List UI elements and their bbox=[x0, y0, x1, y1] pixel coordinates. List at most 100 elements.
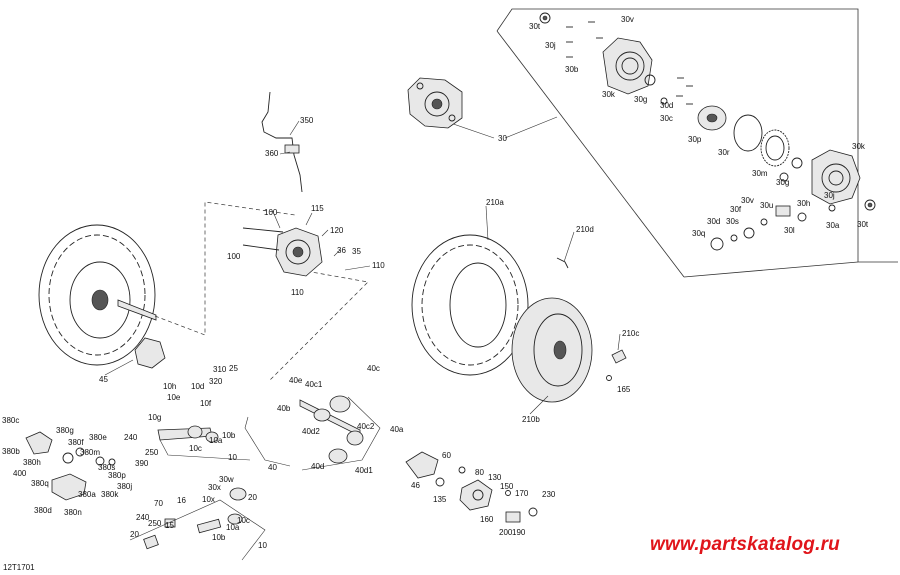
leader-lines bbox=[104, 120, 621, 415]
callout-210a: 210a bbox=[486, 198, 504, 207]
callout-350: 350 bbox=[300, 116, 314, 125]
callout-190: 190 bbox=[512, 528, 526, 537]
callout-380m: 380m bbox=[80, 448, 100, 457]
diff-frame bbox=[496, 8, 898, 263]
front-drive-unit bbox=[275, 227, 323, 277]
callout-10b: 10b bbox=[222, 431, 236, 440]
callout-30b: 30b bbox=[565, 65, 579, 74]
callout-390: 390 bbox=[135, 459, 149, 468]
callout-30f: 30f bbox=[730, 205, 742, 214]
callout-10c: 10c bbox=[189, 444, 202, 453]
callout-25: 25 bbox=[229, 364, 238, 373]
callout-210b: 210b bbox=[522, 415, 540, 424]
callout-30a: 30a bbox=[826, 221, 840, 230]
callout-30t: 30t bbox=[857, 220, 869, 229]
diff-bolts bbox=[566, 21, 693, 105]
callout-380c: 380c bbox=[2, 416, 19, 425]
callout-40c1: 40c1 bbox=[305, 380, 323, 389]
callout-30v: 30v bbox=[741, 196, 754, 205]
valve-stem bbox=[611, 349, 627, 364]
watermark: www.partskatalog.ru bbox=[650, 534, 840, 555]
callout-10h: 10h bbox=[163, 382, 176, 391]
callout-10g: 10g bbox=[148, 413, 161, 422]
callout-250-b: 250 bbox=[148, 519, 162, 528]
callout-15: 15 bbox=[165, 521, 174, 530]
drive-shaft-40 bbox=[299, 395, 364, 464]
right-rim bbox=[511, 297, 593, 403]
callout-160: 160 bbox=[480, 515, 494, 524]
bolt-100a bbox=[242, 227, 284, 233]
hub-assembly bbox=[405, 451, 538, 523]
callout-100-top: 100 bbox=[264, 208, 278, 217]
drawing-id: 12T1701 bbox=[3, 563, 35, 572]
callout-10a-b: 10a bbox=[226, 523, 240, 532]
valve-clip bbox=[556, 257, 569, 269]
callout-40a: 40a bbox=[390, 425, 404, 434]
callout-30c: 30c bbox=[660, 114, 673, 123]
callout-30k: 30k bbox=[852, 142, 866, 151]
callout-380f: 380f bbox=[68, 438, 84, 447]
callout-380q: 380q bbox=[31, 479, 49, 488]
callout-40d2: 40d2 bbox=[302, 427, 320, 436]
callout-380g: 380g bbox=[56, 426, 74, 435]
breather-hose bbox=[261, 91, 303, 193]
callout-380p: 380p bbox=[108, 471, 126, 480]
callout-10f: 10f bbox=[200, 399, 212, 408]
callout-30s: 30s bbox=[726, 217, 739, 226]
callout-40b: 40b bbox=[277, 404, 291, 413]
callout-30r: 30r bbox=[718, 148, 730, 157]
callout-165: 165 bbox=[617, 385, 631, 394]
callout-30w: 30w bbox=[219, 475, 234, 484]
callout-30: 30 bbox=[498, 134, 507, 143]
callout-10d: 10d bbox=[191, 382, 204, 391]
bolt-100b bbox=[242, 244, 280, 251]
callout-30j-top: 30j bbox=[545, 41, 556, 50]
left-knuckle bbox=[134, 337, 166, 369]
callout-labels: 30v 30t 30j 30b 30k 30g 30d 30c 30p 30r … bbox=[2, 15, 869, 550]
diff-housing-right bbox=[811, 149, 861, 205]
callout-30d-top: 30d bbox=[660, 101, 673, 110]
callout-10a: 10a bbox=[209, 436, 223, 445]
callout-30d: 30d bbox=[707, 217, 720, 226]
callout-380a: 380a bbox=[78, 490, 96, 499]
callout-380b: 380b bbox=[2, 447, 20, 456]
drive-shaft-10 bbox=[157, 425, 219, 443]
callout-30p: 30p bbox=[688, 135, 702, 144]
diff-housing-left bbox=[602, 37, 653, 95]
callout-380j: 380j bbox=[117, 482, 132, 491]
callout-30h: 30h bbox=[797, 199, 810, 208]
diff-carrier bbox=[697, 105, 727, 131]
callout-110: 110 bbox=[372, 261, 385, 270]
callout-380k: 380k bbox=[101, 490, 119, 499]
callout-170: 170 bbox=[515, 489, 529, 498]
callout-45: 45 bbox=[99, 375, 108, 384]
callout-30l: 30l bbox=[784, 226, 795, 235]
ring-gear bbox=[760, 129, 790, 167]
callout-30t-top: 30t bbox=[529, 22, 541, 31]
callout-310: 310 bbox=[213, 365, 227, 374]
right-tire bbox=[411, 234, 529, 376]
left-tire bbox=[38, 224, 156, 366]
o-ring bbox=[733, 114, 763, 152]
callout-30g: 30g bbox=[776, 178, 789, 187]
callout-120: 120 bbox=[330, 226, 344, 235]
callout-30m: 30m bbox=[752, 169, 768, 178]
callout-80: 80 bbox=[475, 468, 484, 477]
callout-250: 250 bbox=[145, 448, 159, 457]
callout-40e: 40e bbox=[289, 376, 303, 385]
callout-380e: 380e bbox=[89, 433, 107, 442]
callout-380h: 380h bbox=[23, 458, 41, 467]
callout-110-b: 110 bbox=[291, 288, 304, 297]
callout-46: 46 bbox=[411, 481, 420, 490]
callout-130: 130 bbox=[488, 473, 502, 482]
center-dashed-frame bbox=[154, 201, 296, 336]
lower-shaft-parts bbox=[143, 487, 247, 550]
callout-360: 360 bbox=[265, 149, 279, 158]
callout-240-b: 240 bbox=[136, 513, 150, 522]
callout-20-b: 20 bbox=[248, 493, 257, 502]
seals-and-bearings bbox=[539, 12, 876, 251]
callout-60: 60 bbox=[442, 451, 451, 460]
callout-30g-top: 30g bbox=[634, 95, 647, 104]
